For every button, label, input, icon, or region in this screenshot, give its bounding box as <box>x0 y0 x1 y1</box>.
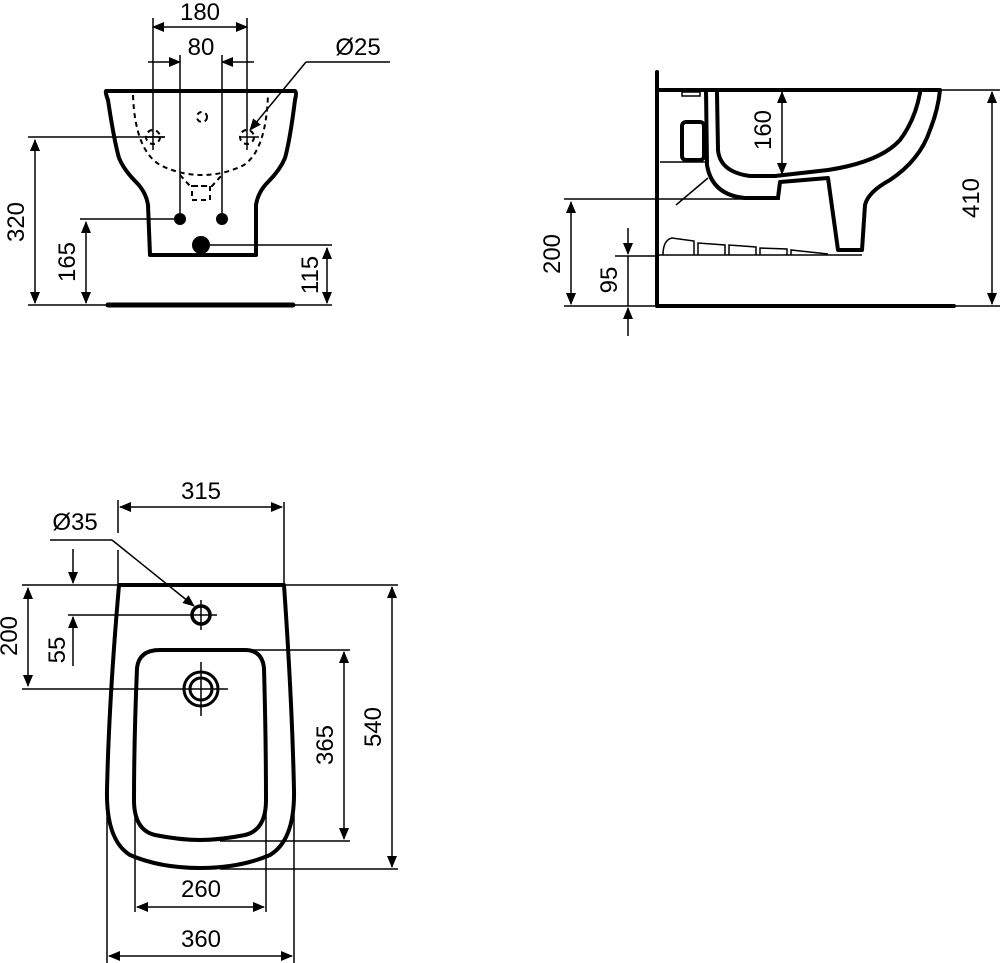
top-view: 315 Ø35 55 200 365 540 260 360 <box>0 478 398 963</box>
dim-165: 165 <box>54 242 81 282</box>
front-view: 180 80 Ø25 320 165 115 <box>3 0 390 308</box>
wall-and-floor <box>655 70 956 308</box>
dim-320: 320 <box>3 202 30 242</box>
dim-260: 260 <box>181 876 221 903</box>
dim-410: 410 <box>958 178 985 218</box>
dim-160: 160 <box>750 110 777 150</box>
floor-tiles <box>657 237 862 256</box>
top-bowl-outline <box>132 648 268 842</box>
dim-365: 365 <box>312 725 339 765</box>
dim-540: 540 <box>360 707 387 747</box>
dim-180: 180 <box>180 0 220 26</box>
top-outer-outline <box>104 583 297 870</box>
side-view: 160 410 200 95 <box>539 70 1000 336</box>
dim-55: 55 <box>44 637 71 664</box>
dim-315: 315 <box>181 478 221 505</box>
front-body-outline <box>103 89 298 257</box>
waste-hole <box>192 236 210 254</box>
dim-200-side: 200 <box>539 234 566 274</box>
dim-360: 360 <box>181 926 221 953</box>
dim-115: 115 <box>297 256 324 294</box>
dim-dia25: Ø25 <box>335 34 380 61</box>
dim-200-top: 200 <box>0 616 23 656</box>
inner-bowl-hidden <box>132 94 269 177</box>
dim-80: 80 <box>188 34 215 61</box>
dim-dia35: Ø35 <box>52 509 97 536</box>
dim-95: 95 <box>596 267 623 294</box>
